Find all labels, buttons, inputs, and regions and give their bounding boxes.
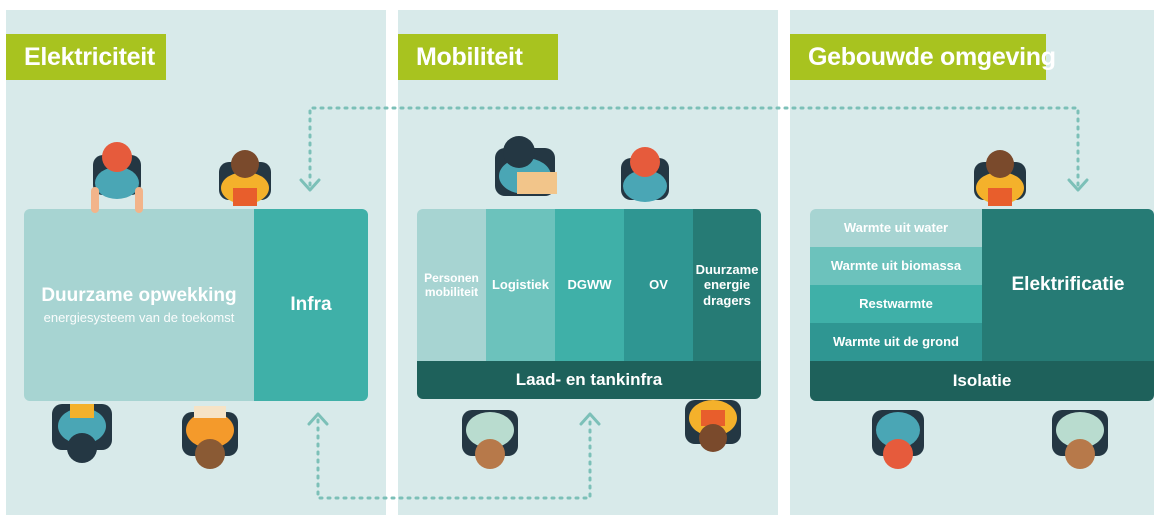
panel-title-mobiliteit: Mobiliteit [398,34,558,80]
arrow-down-infra-icon [299,178,321,192]
column-label: Logistiek [491,277,550,293]
duurzame-opwekking-block: Duurzame opwekking energiesysteem van de… [24,209,254,401]
person-icon [872,410,924,469]
row-warmte-uit-de-grond: Warmte uit de grond [810,323,982,361]
arrow-up-mobiliteit-icon [579,412,601,426]
person-icon [495,136,557,196]
duurzame-opwekking-label: Duurzame opwekking [41,284,237,306]
bottom-connector-line [316,418,592,500]
duurzame-opwekking-subtitle: energiesysteem van de toekomst [43,309,235,325]
person-icon [974,150,1026,206]
person-icon [182,406,238,469]
person-icon [52,404,112,463]
arrow-down-gebouwde-icon [1067,178,1089,192]
column-logistiek: Logistiek [486,209,555,361]
infra-block: Infra [254,209,368,401]
person-icon [1052,410,1108,469]
person-icon [462,410,518,469]
panel-title-gebouwde-omgeving: Gebouwde omgeving [790,34,1056,80]
elektrificatie-label: Elektrificatie [1011,273,1125,295]
row-label: Warmte uit de grond [833,334,959,350]
row-warmte-uit-water: Warmte uit water [810,209,982,247]
person-icon [621,147,669,202]
elektrificatie-block: Elektrificatie [982,209,1154,361]
infra-label: Infra [290,293,332,315]
column-duurzame-energie-dragers: Duurzame energie dragers [693,209,761,361]
column-personen-mobiliteit: Personen mobiliteit [417,209,486,361]
person-icon [685,400,741,452]
row-restwarmte: Restwarmte [810,285,982,323]
column-label: Personen mobiliteit [424,270,479,299]
person-icon [219,150,271,206]
isolatie-label: Isolatie [952,370,1012,390]
laad-en-tankinfra-bar: Laad- en tankinfra [417,361,761,399]
isolatie-bar: Isolatie [810,361,1154,401]
row-label: Warmte uit water [843,220,949,236]
column-label: OV [649,277,668,293]
panel-title-elektriciteit: Elektriciteit [6,34,166,80]
table-mobiliteit: Personen mobiliteit Logistiek DGWW OV Du… [417,209,761,399]
row-label: Restwarmte [859,296,933,312]
column-ov: OV [624,209,693,361]
table-gebouwde-omgeving: Warmte uit water Warmte uit biomassa Res… [810,209,1154,401]
table-elektriciteit: Duurzame opwekking energiesysteem van de… [24,209,368,401]
row-label: Warmte uit biomassa [830,258,962,274]
person-icon [91,142,143,213]
laad-en-tankinfra-label: Laad- en tankinfra [515,369,663,389]
row-warmte-uit-biomassa: Warmte uit biomassa [810,247,982,285]
arrow-up-infra-icon [307,412,329,426]
column-dgww: DGWW [555,209,624,361]
column-label: Duurzame energie dragers [695,261,759,308]
column-label: DGWW [567,277,612,293]
top-connector-line [308,106,1080,187]
